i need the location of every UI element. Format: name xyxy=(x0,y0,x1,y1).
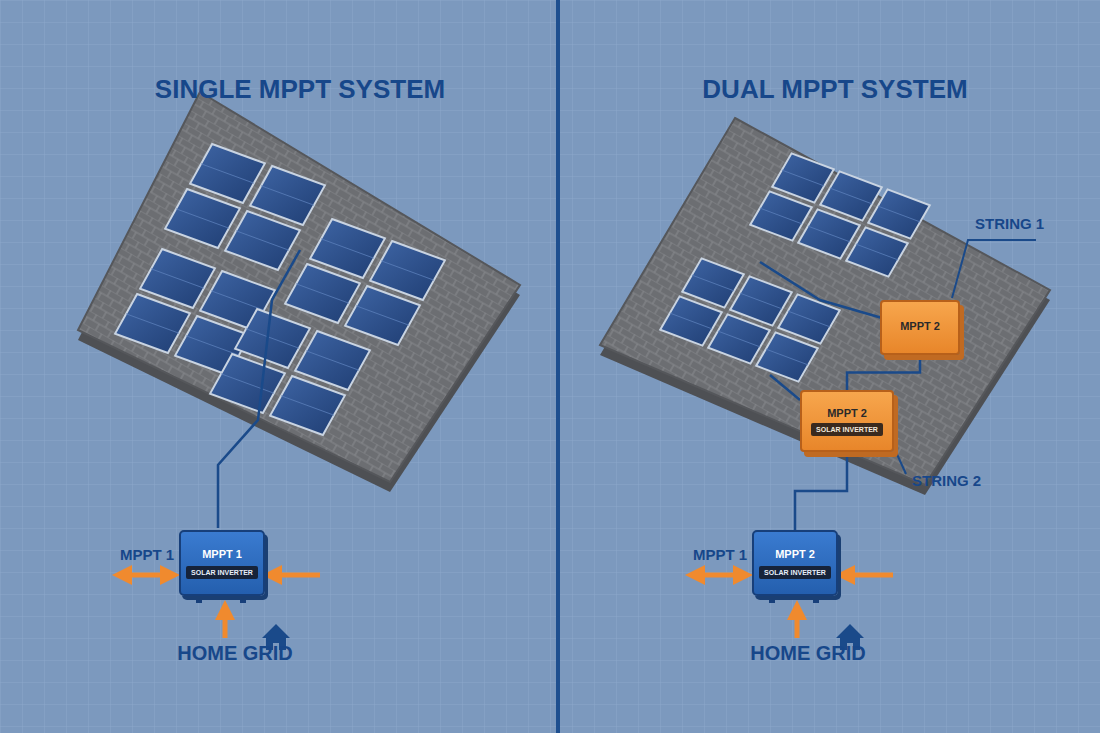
panel-cell-line xyxy=(321,239,374,258)
panel-cell-line xyxy=(296,284,349,303)
solar-panel xyxy=(225,211,300,270)
box-heading: MPPT 2 xyxy=(775,548,815,560)
roof xyxy=(600,118,1050,485)
panel-cell-line xyxy=(740,293,782,309)
panel-title: SINGLE MPPT SYSTEM xyxy=(155,74,445,105)
solar-panel xyxy=(798,209,860,258)
solar-panel xyxy=(345,286,420,345)
orange-arrow xyxy=(223,610,228,638)
inverter-foot xyxy=(196,596,202,603)
panel-cell-line xyxy=(261,186,314,205)
orange-arrow xyxy=(122,573,170,578)
solar-panel xyxy=(846,227,908,276)
panel-cell-line xyxy=(126,314,179,333)
grid-label: HOME GRID xyxy=(177,642,293,665)
solar-panel xyxy=(115,294,190,353)
solar-panel xyxy=(285,264,360,323)
solar-inverter: MPPT 1 SOLAR INVERTER xyxy=(179,530,265,596)
roof xyxy=(78,92,520,482)
panel-cell-line xyxy=(878,206,920,222)
panel-cell-line xyxy=(306,351,359,370)
panel-cell-line xyxy=(760,208,802,224)
panel-cell-line xyxy=(788,311,830,327)
solar-panel xyxy=(756,332,818,381)
panel-cell-line xyxy=(766,349,808,365)
panel-cell-line xyxy=(201,164,254,183)
mppt-label: MPPT 1 xyxy=(120,546,174,563)
solar-panel xyxy=(708,314,770,363)
panel-cell-line xyxy=(221,374,274,393)
panel-cell-line xyxy=(692,275,734,291)
box-plate: SOLAR INVERTER xyxy=(759,566,831,579)
panel-cell-line xyxy=(236,231,289,250)
panel-cell-line xyxy=(176,209,229,228)
solar-inverter: MPPT 2 SOLAR INVERTER xyxy=(752,530,838,596)
panel-cell-line xyxy=(670,313,712,329)
panel-cell-line xyxy=(151,269,204,288)
panel-cell-line xyxy=(782,170,824,186)
solar-panel xyxy=(750,191,812,240)
string-label: STRING 2 xyxy=(912,472,981,489)
box-heading: MPPT 2 xyxy=(900,320,940,332)
inverter-foot xyxy=(769,596,775,603)
grid-label: HOME GRID xyxy=(750,642,866,665)
inverter-foot xyxy=(813,596,819,603)
orange-arrow xyxy=(695,573,743,578)
string-label: STRING 1 xyxy=(975,215,1044,232)
solar-panel xyxy=(660,296,722,345)
leader-line xyxy=(896,452,906,474)
panel-cell-line xyxy=(856,244,898,260)
solar-panel xyxy=(210,354,285,413)
panel-cell-line xyxy=(830,188,872,204)
inverter-foot xyxy=(240,596,246,603)
wire xyxy=(218,250,300,528)
panel-cell-line xyxy=(246,329,299,348)
panel-cell-line xyxy=(186,336,239,355)
cable xyxy=(795,452,847,530)
panel-cell-line xyxy=(356,306,409,325)
wire xyxy=(770,375,800,400)
cable xyxy=(847,355,920,390)
leader-line xyxy=(952,240,1036,298)
mppt-label: MPPT 1 xyxy=(693,546,747,563)
box-plate: SOLAR INVERTER xyxy=(186,566,258,579)
mppt-box: MPPT 2 SOLAR INVERTER xyxy=(800,390,894,452)
box-plate: SOLAR INVERTER xyxy=(811,423,883,436)
panel-cell-line xyxy=(718,331,760,347)
orange-arrow xyxy=(845,573,893,578)
orange-arrow xyxy=(795,610,800,638)
panel-title: DUAL MPPT SYSTEM xyxy=(702,74,967,105)
panel-cell-line xyxy=(211,291,264,310)
panel-cell-line xyxy=(808,226,850,242)
wire xyxy=(760,262,882,318)
panel-cell-line xyxy=(281,396,334,415)
box-heading: MPPT 1 xyxy=(202,548,242,560)
box-heading: MPPT 2 xyxy=(827,407,867,419)
divider xyxy=(556,0,560,733)
mppt-box: MPPT 2 xyxy=(880,300,960,355)
solar-panel xyxy=(270,376,345,435)
panel-cell-line xyxy=(381,261,434,280)
solar-panel xyxy=(165,189,240,248)
orange-arrow xyxy=(272,573,320,578)
